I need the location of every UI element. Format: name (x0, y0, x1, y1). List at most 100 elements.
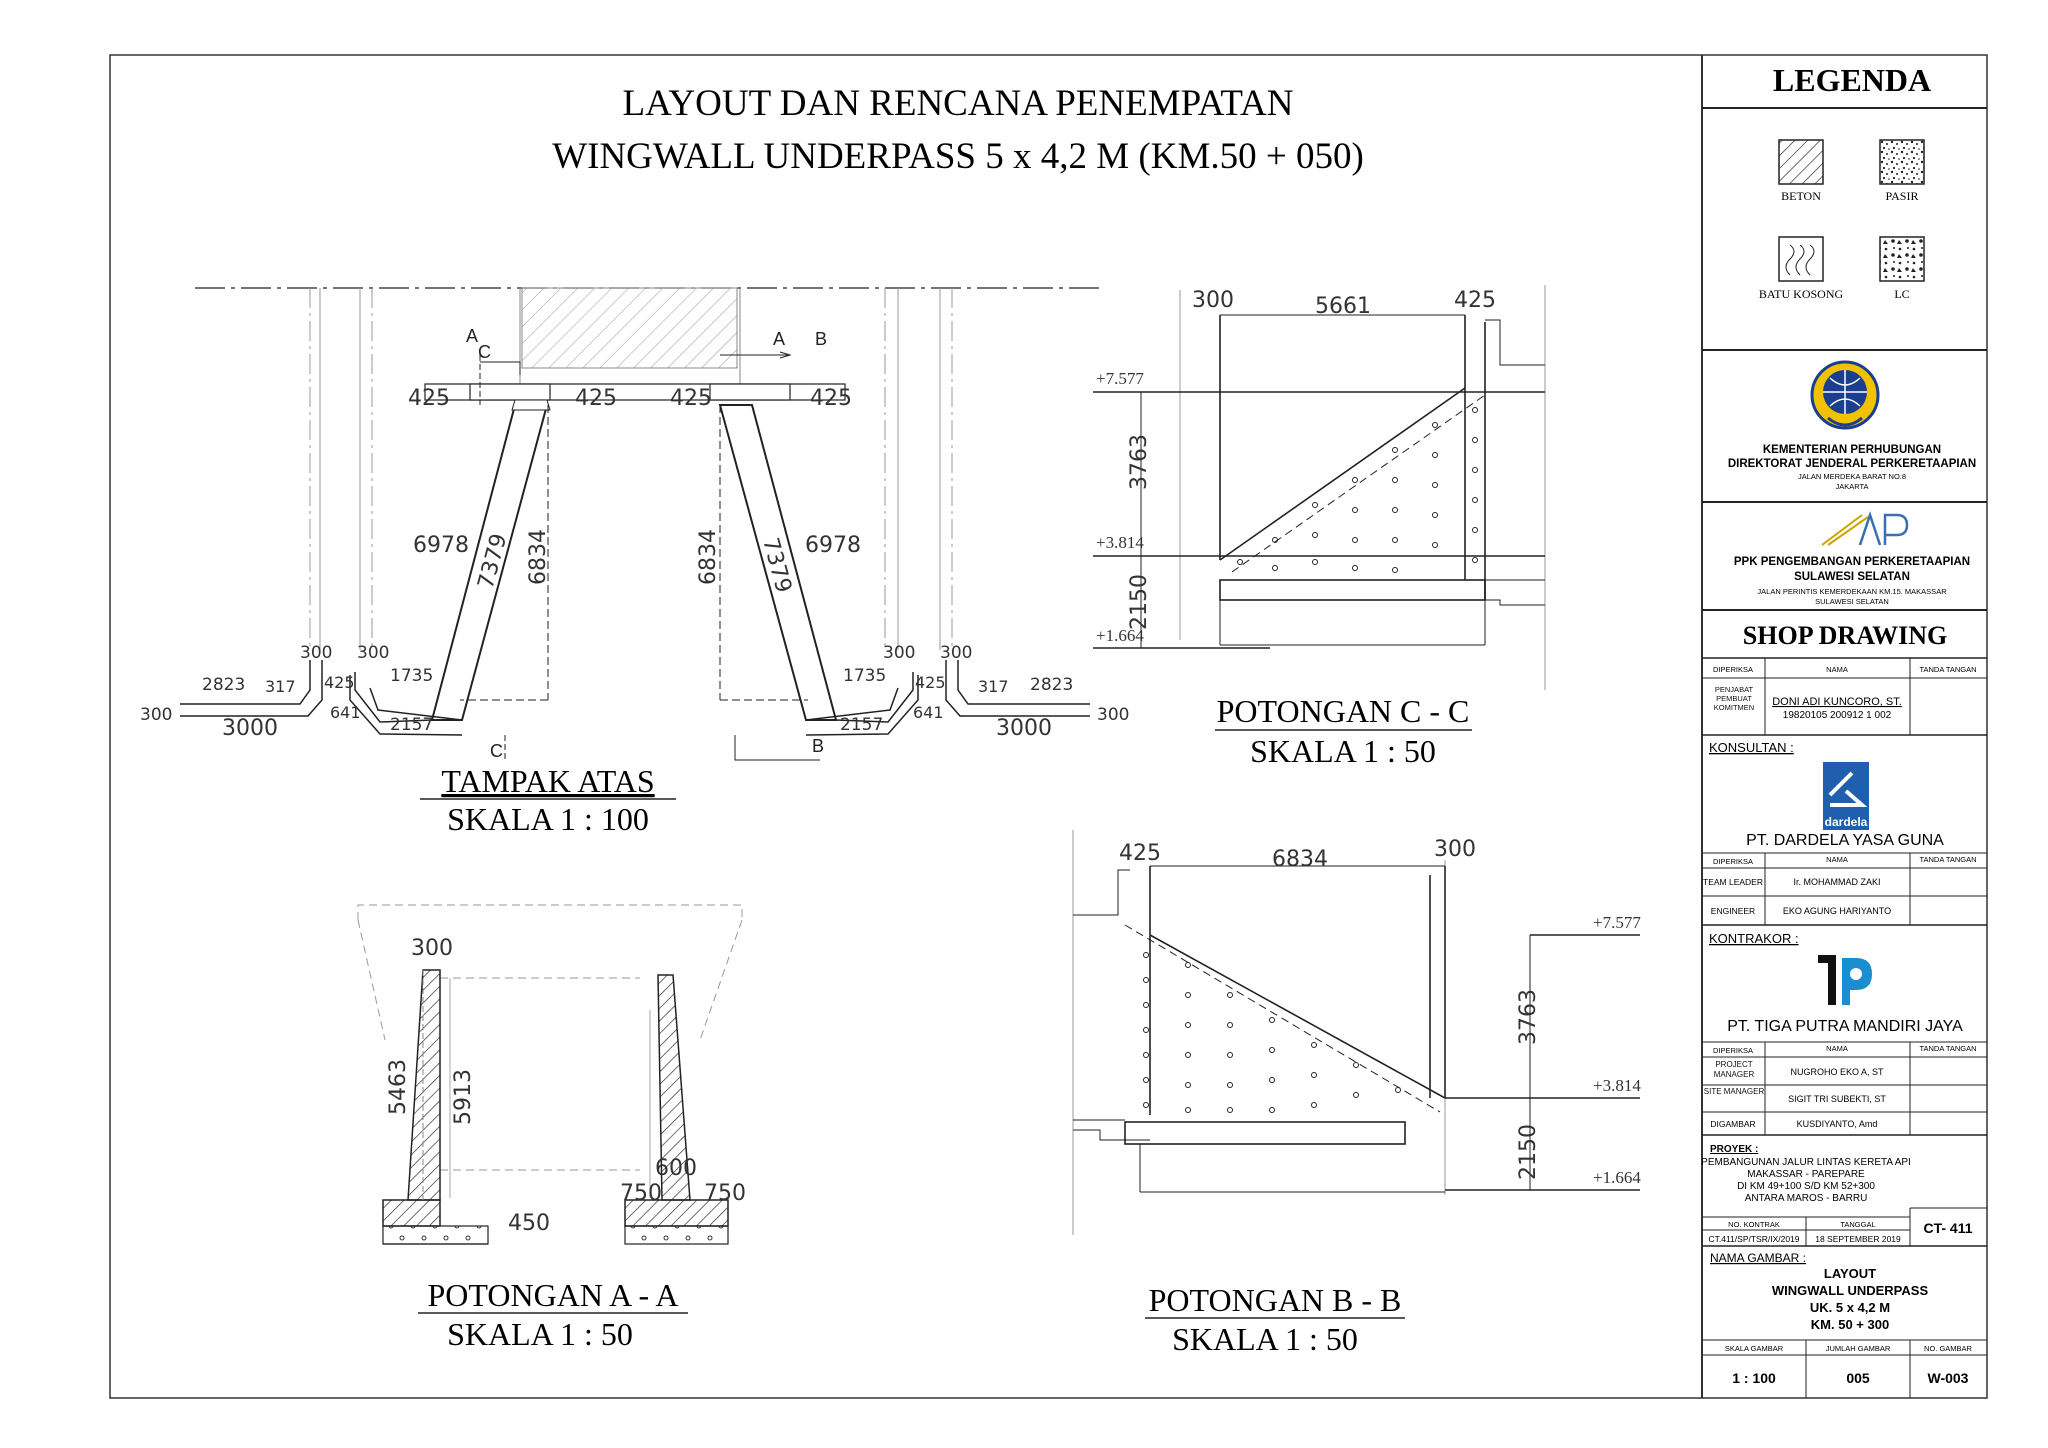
plan-dim-3000-left: 3000 (222, 716, 278, 741)
legend-beton-swatch (1778, 139, 1824, 185)
ppk-line1: PPK PENGEMBANGAN PERKERETAAPIAN (1734, 556, 1970, 568)
plan-dim-300-f: 300 (1097, 705, 1129, 725)
shop-name-line1: DONI ADI KUNCORO, ST. (1772, 696, 1902, 708)
plan-dim-425-b-left: 425 (324, 673, 355, 692)
plan-view-name: TAMPAK ATAS (441, 763, 654, 799)
cc-dim-2150: 2150 (1127, 574, 1152, 630)
plan-dim-425-right: 425 (810, 386, 852, 411)
konsultan-col-diperiksa: DIPERIKSA (1713, 857, 1753, 866)
plan-view-scale: SKALA 1 : 100 (447, 801, 649, 837)
plan-dim-2157-right: 2157 (840, 715, 883, 735)
footer-skala-value: 1 : 100 (1732, 1370, 1776, 1386)
section-mark-a-right: A (773, 329, 785, 349)
drawing-title-line2: WINGWALL UNDERPASS 5 x 4,2 M (KM.50 + 05… (552, 136, 1364, 177)
kontrak-no-label: NO. KONTRAK (1728, 1220, 1780, 1229)
sheet-border (109, 54, 1988, 1399)
plan-dim-1735-left: 1735 (390, 666, 433, 686)
plan-dim-2823-right: 2823 (1030, 675, 1073, 695)
footer-no-label: NO. GAMBAR (1924, 1344, 1973, 1353)
kontraktor-col-nama: NAMA (1826, 1044, 1848, 1053)
footer-jumlah-label: JUMLAH GAMBAR (1826, 1344, 1891, 1353)
kontraktor-row3-role: DIGAMBAR (1710, 1119, 1755, 1129)
section-mark-c-top: C (478, 342, 491, 362)
proyek-line2: MAKASSAR - PAREPARE (1747, 1169, 1865, 1180)
section-bb-scale: SKALA 1 : 50 (1172, 1321, 1358, 1357)
legend-swatches (1778, 139, 1925, 282)
drawing-title-line1: LAYOUT DAN RENCANA PENEMPATAN (622, 83, 1293, 124)
legend-lc-swatch (1879, 236, 1925, 282)
kontraktor-label: KONTRAKOR : (1709, 931, 1799, 946)
bb-level-top: +7.577 (1593, 913, 1641, 932)
dardela-logo-text: dardela (1825, 815, 1868, 829)
nama-gambar-line3: UK. 5 x 4,2 M (1810, 1300, 1890, 1315)
shop-drawing-title: SHOP DRAWING (1743, 621, 1947, 650)
section-aa-scale: SKALA 1 : 50 (447, 1316, 633, 1352)
aa-dim-300: 300 (411, 936, 453, 961)
kontraktor-row1-name: NUGROHO EKO A, ST (1790, 1067, 1884, 1077)
legend-batu-kosong-label: BATU KOSONG (1759, 287, 1844, 301)
plan-dim-6834-right: 6834 (696, 529, 721, 585)
ppk-logo (1821, 511, 1909, 546)
aa-dim-750-left: 750 (620, 1181, 662, 1206)
konsultan-label: KONSULTAN : (1709, 740, 1794, 755)
proyek-label: PROYEK : (1710, 1144, 1758, 1155)
legend-pasir-swatch (1879, 139, 1925, 185)
cc-level-top: +7.577 (1096, 369, 1144, 388)
plan-dim-425-b-right: 425 (915, 673, 946, 692)
plan-dim-300-a: 300 (300, 643, 332, 663)
plan-dim-317-right: 317 (978, 677, 1009, 696)
cc-dim-425: 425 (1454, 288, 1496, 313)
nama-gambar-line1: LAYOUT (1824, 1266, 1876, 1281)
plan-dim-300-e: 300 (140, 705, 172, 725)
kontrak-tanggal-label: TANGGAL (1840, 1220, 1875, 1229)
shop-col-nama: NAMA (1826, 665, 1848, 674)
section-bb (1072, 830, 1640, 1235)
plan-dim-2823-left: 2823 (202, 675, 245, 695)
proyek-line3: DI KM 49+100 S/D KM 52+300 (1737, 1181, 1875, 1192)
nama-gambar-label: NAMA GAMBAR : (1710, 1251, 1806, 1265)
shop-name-line2: 19820105 200912 1 002 (1783, 710, 1892, 721)
plan-dim-641-right: 641 (913, 703, 944, 722)
aa-dim-5463: 5463 (386, 1059, 411, 1115)
kontrak-tanggal-value: 18 SEPTEMBER 2019 (1815, 1234, 1901, 1244)
bb-level-mid: +3.814 (1593, 1076, 1641, 1095)
plan-dim-300-b: 300 (357, 643, 389, 663)
shop-col-diperiksa: DIPERIKSA (1713, 665, 1753, 674)
section-cc-name: POTONGAN C - C (1217, 693, 1470, 729)
plan-dim-317-left: 317 (265, 677, 296, 696)
bb-dim-425: 425 (1119, 841, 1161, 866)
footer-no-value: W-003 (1928, 1370, 1969, 1386)
bb-level-bottom: +1.664 (1593, 1168, 1641, 1187)
plan-dim-2157-left: 2157 (390, 715, 433, 735)
plan-dim-6978-left: 6978 (413, 533, 469, 558)
proyek-line4: ANTARA MAROS - BARRU (1745, 1193, 1868, 1204)
shop-role: PENJABAT PEMBUAT KOMITMEN (1714, 685, 1754, 712)
ministry-line1: KEMENTERIAN PERHUBUNGAN (1763, 444, 1941, 456)
ppk-line4: SULAWESI SELATAN (1815, 597, 1889, 606)
section-cc-dots (1237, 407, 1478, 573)
legend-pasir-label: PASIR (1886, 189, 1919, 203)
kontraktor-row2-name: SIGIT TRI SUBEKTI, ST (1788, 1094, 1886, 1104)
kontraktor-row3-name: KUSDIYANTO, Amd (1797, 1119, 1878, 1129)
bb-dim-3763: 3763 (1516, 989, 1541, 1045)
section-mark-c-bottom: C (490, 741, 503, 761)
bb-dim-6834: 6834 (1272, 847, 1328, 872)
bb-dim-2150: 2150 (1516, 1124, 1541, 1180)
bb-dim-300: 300 (1434, 837, 1476, 862)
legend-batu-kosong-swatch (1778, 236, 1824, 282)
plan-dim-300-c: 300 (883, 643, 915, 663)
legend-lc-label: LC (1894, 287, 1909, 301)
legend-title: LEGENDA (1773, 62, 1931, 98)
section-mark-b-bottom: B (812, 736, 824, 756)
section-cc (1093, 285, 1546, 690)
kontraktor-row2-role: SITE MANAGER (1704, 1087, 1764, 1096)
shop-col-ttd: TANDA TANGAN (1919, 665, 1976, 674)
kontraktor-col-ttd: TANDA TANGAN (1919, 1044, 1976, 1053)
section-bb-name: POTONGAN B - B (1149, 1282, 1402, 1318)
plan-dim-300-d: 300 (940, 643, 972, 663)
aa-dim-750-right: 750 (704, 1181, 746, 1206)
kontraktor-row1-role: PROJECT MANAGER (1714, 1060, 1754, 1079)
kontrak-no-value: CT.411/SP/TSR/IX/2019 (1708, 1234, 1799, 1244)
section-bb-dots (1143, 952, 1401, 1113)
cc-dim-3763: 3763 (1127, 434, 1152, 490)
